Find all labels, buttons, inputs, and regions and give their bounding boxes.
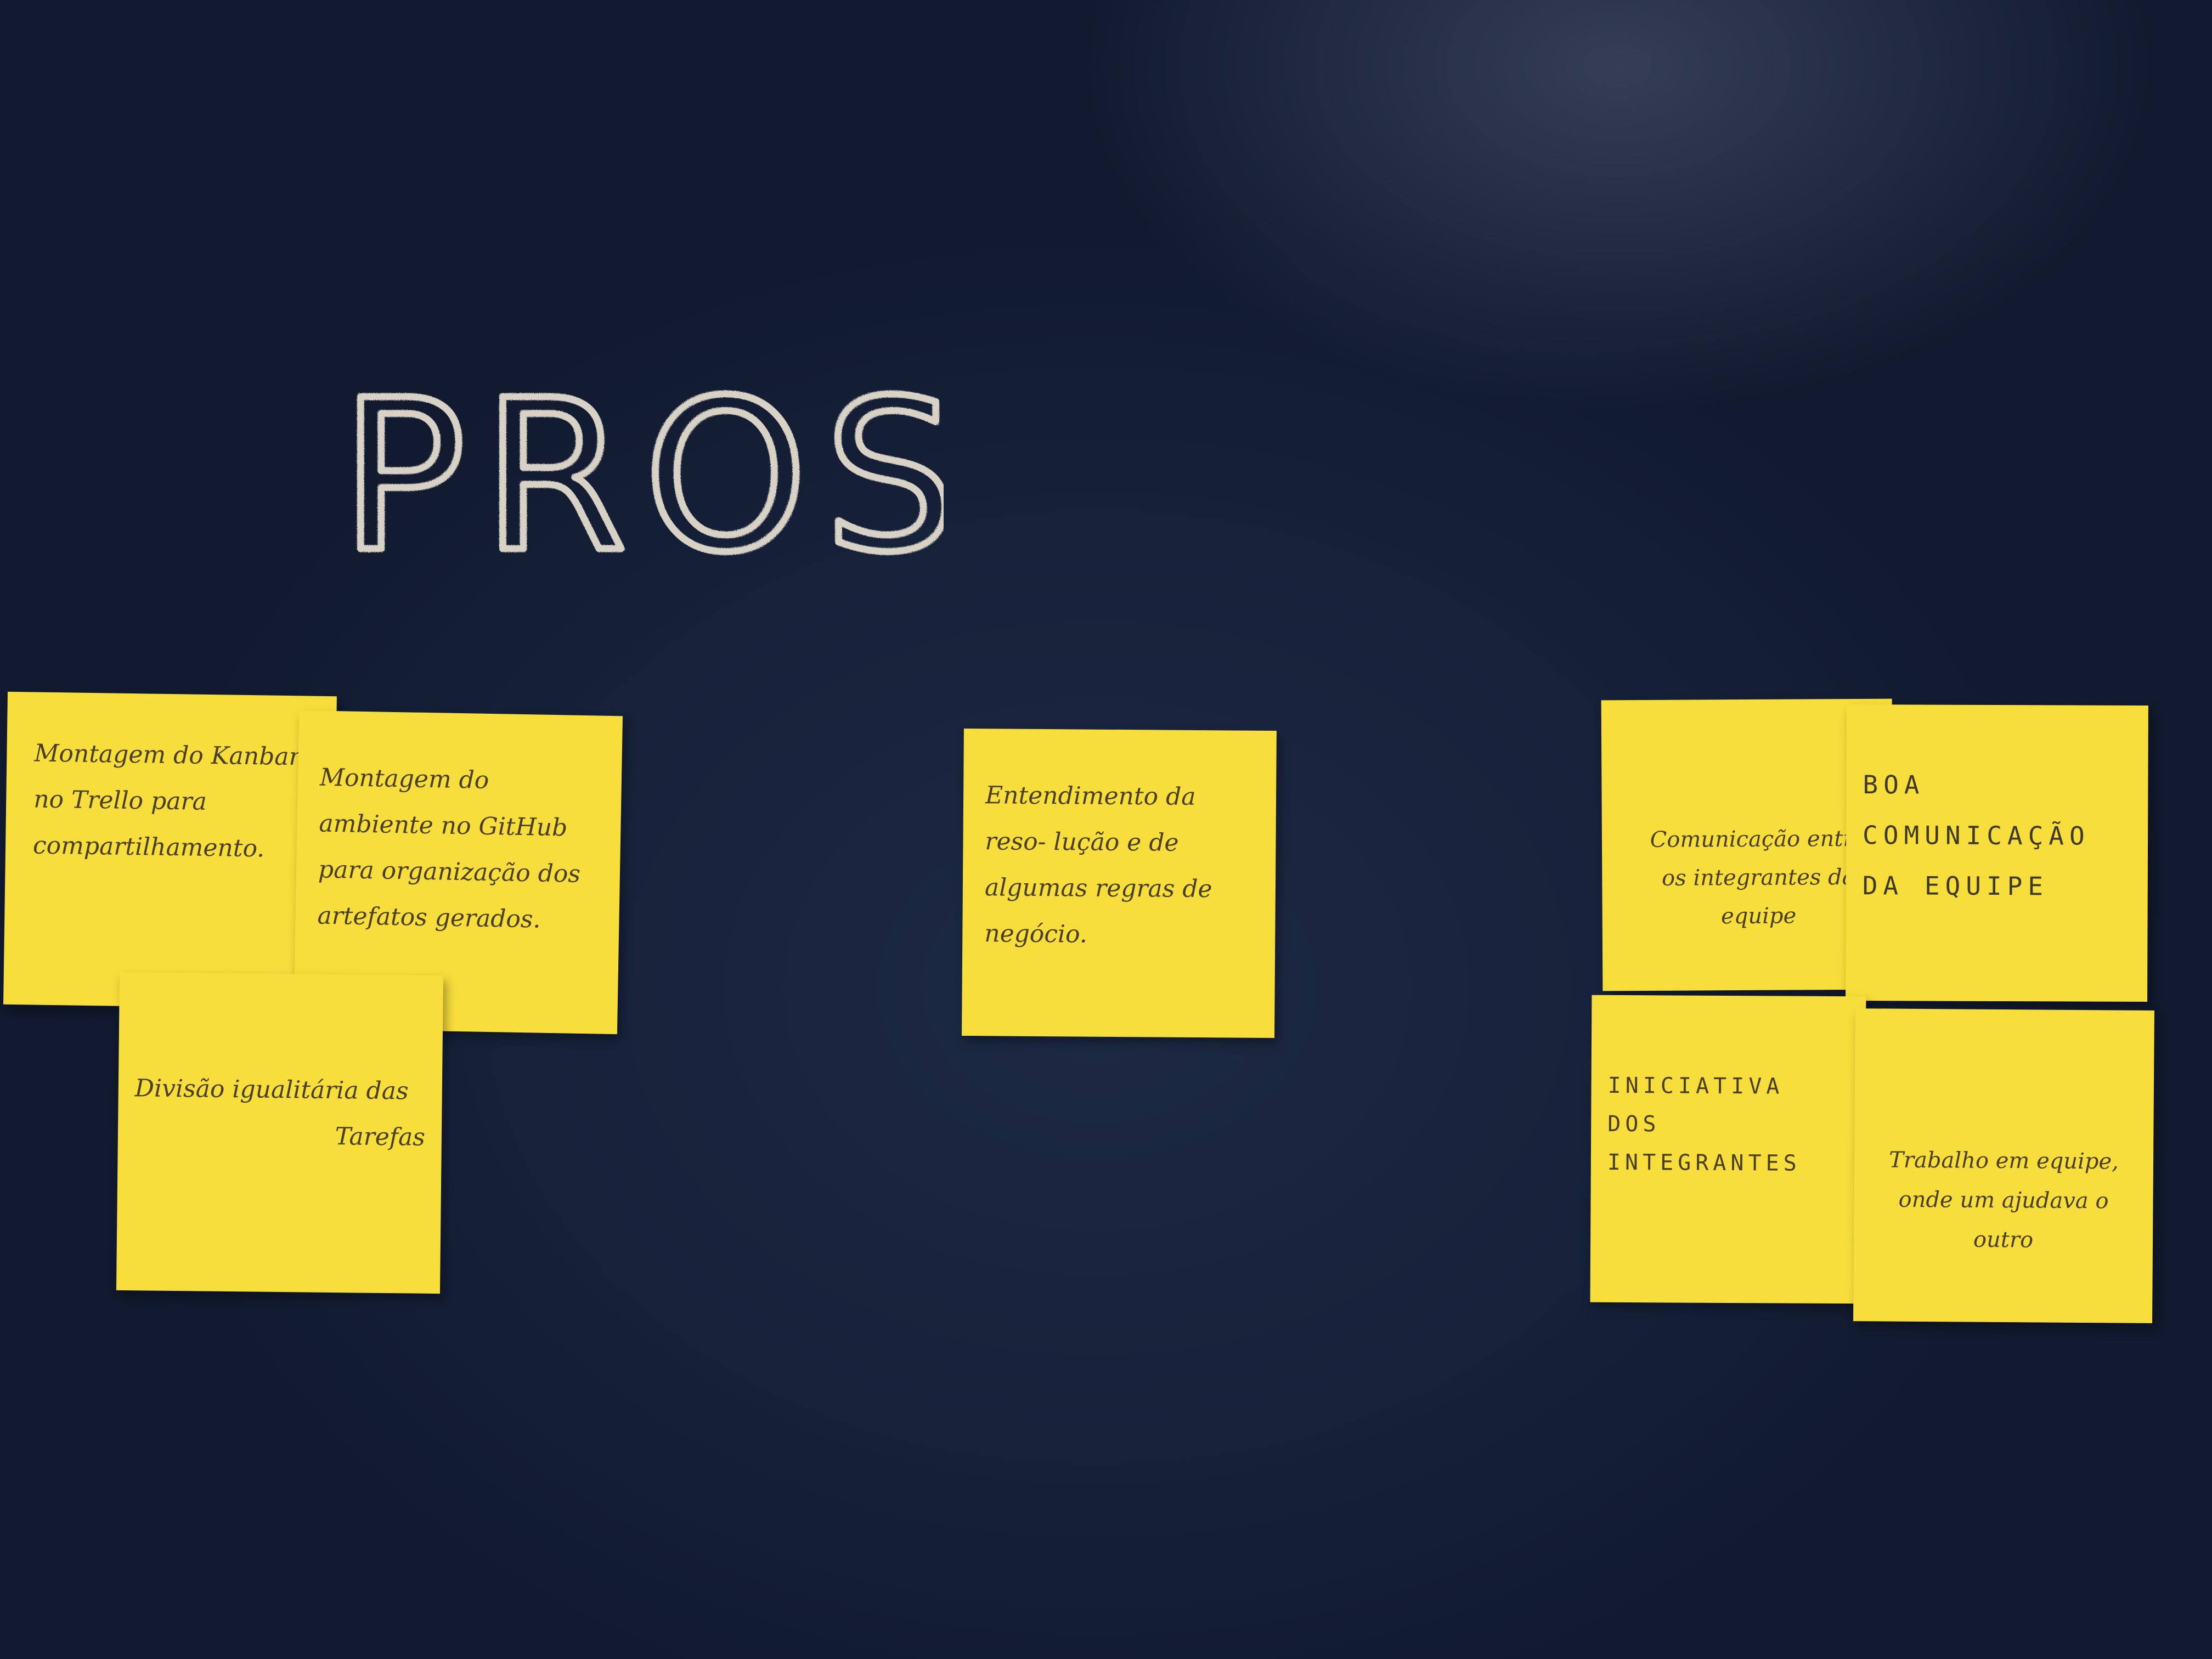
note-text-line1: Divisão igualitária das: [134, 1074, 409, 1105]
note-text: Entendimento da reso- lução e de algumas…: [984, 781, 1212, 949]
pros-heading: PROS: [329, 329, 961, 603]
sticky-note-kanban: Montagem do Kanban no Trello para compar…: [3, 691, 337, 1009]
sticky-note-entendimento: Entendimento da reso- lução e de algumas…: [962, 729, 1277, 1038]
sticky-note-divisao: Divisão igualitária das Tarefas: [116, 972, 444, 1294]
note-text-line2: Tarefas: [335, 1122, 426, 1152]
note-text: Montagem do Kanban no Trello para compar…: [32, 739, 305, 863]
note-text: Montagem do ambiente no GitHub para orga…: [317, 763, 581, 934]
note-text: INICIATIVA DOS INTEGRANTES: [1607, 1073, 1801, 1176]
sticky-note-boa-comunicacao: BOA COMUNICAÇÃO DA EQUIPE: [1846, 704, 2148, 1002]
note-text: Trabalho em equipe, onde um ajudava o ou…: [1889, 1147, 2119, 1253]
sticky-note-iniciativa: INICIATIVA DOS INTEGRANTES: [1590, 995, 1866, 1304]
chalk-heading-svg: PROS: [337, 352, 961, 602]
pros-heading-text: PROS: [340, 355, 944, 598]
sticky-note-trabalho: Trabalho em equipe, onde um ajudava o ou…: [1853, 1008, 2154, 1323]
note-text: BOA COMUNICAÇÃO DA EQUIPE: [1862, 770, 2090, 901]
note-text: Comunicação entre os integrantes da equi…: [1650, 826, 1867, 929]
